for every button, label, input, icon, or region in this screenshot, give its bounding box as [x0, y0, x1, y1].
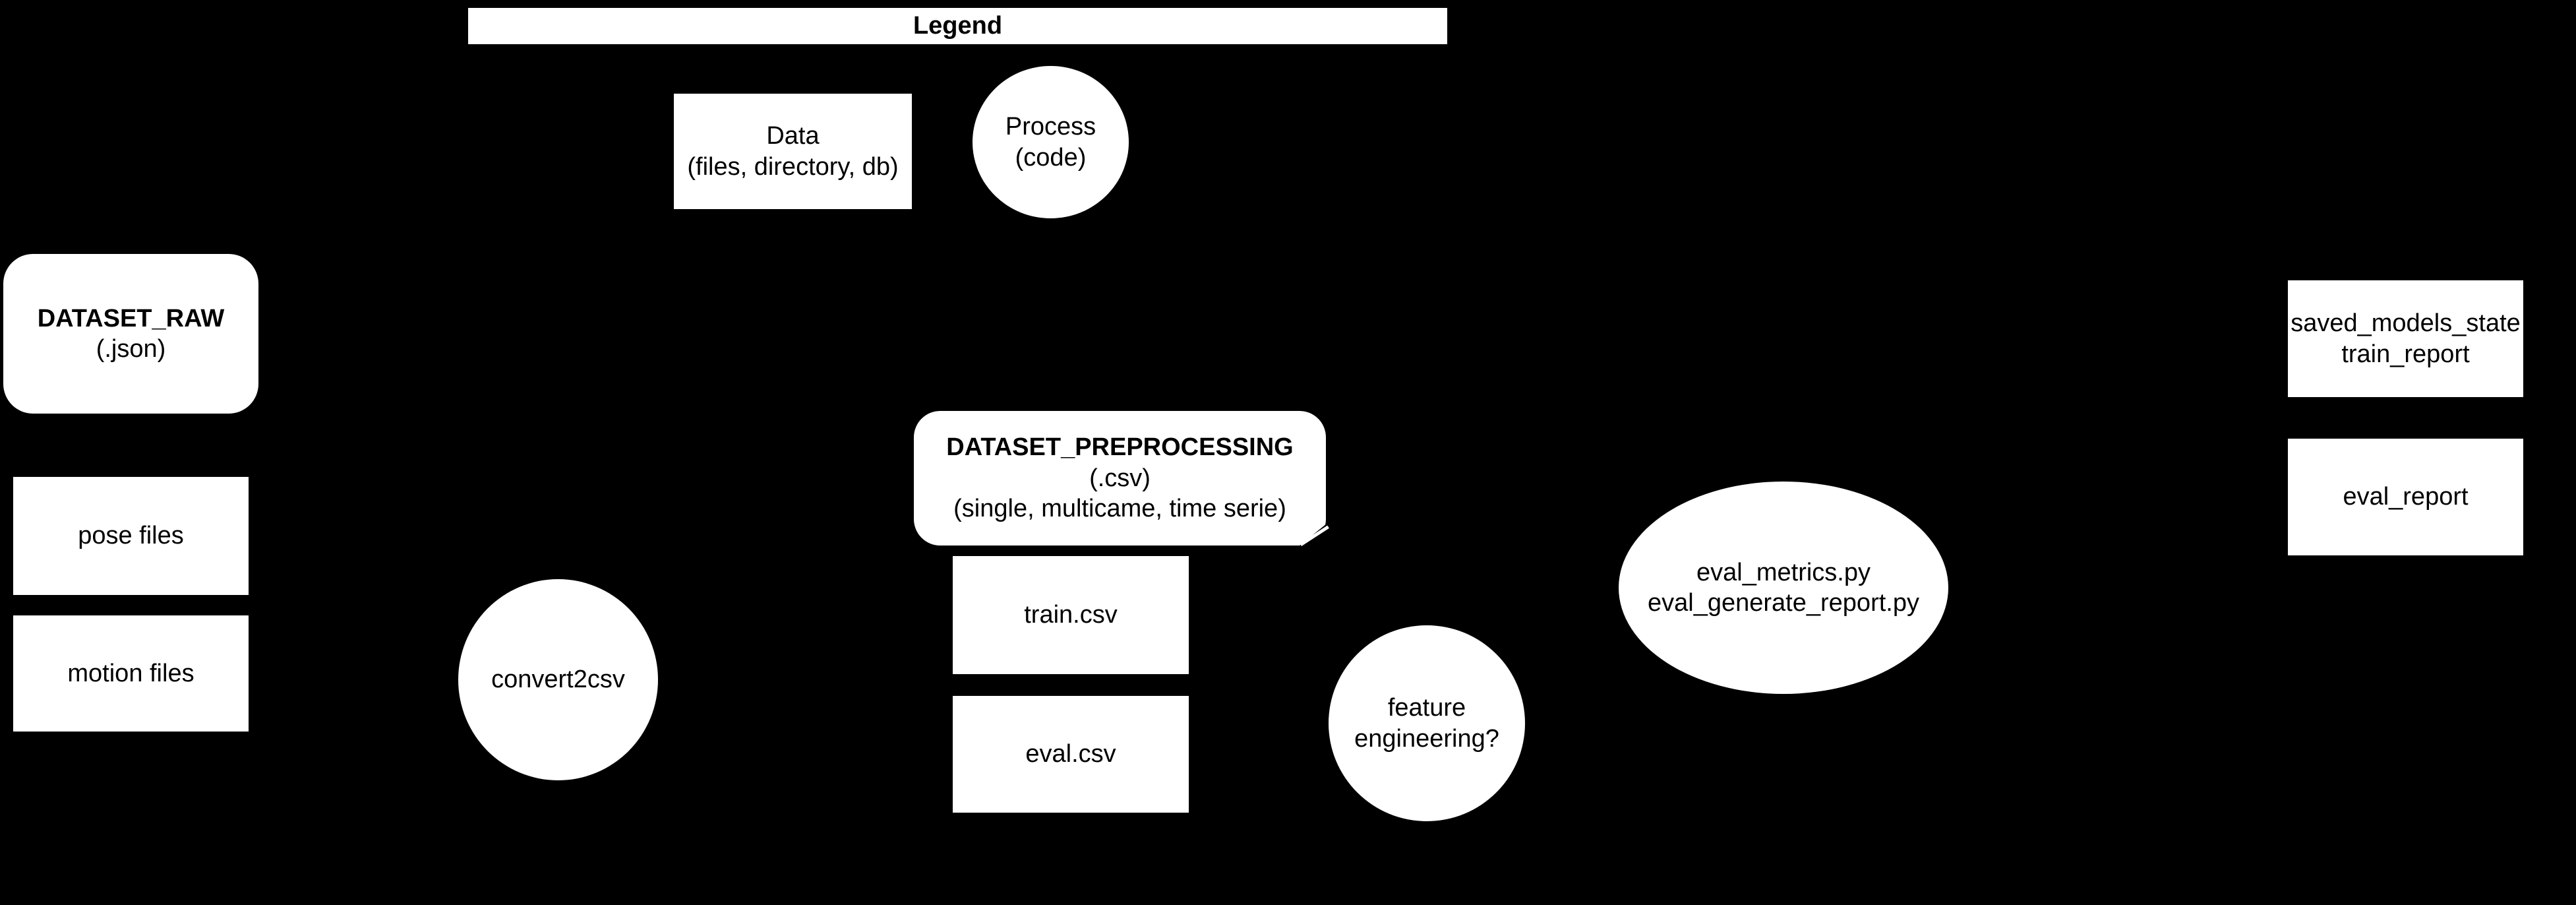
- legend-title-bar: Legend: [468, 8, 1447, 44]
- saved-models-state-label-line2: train_report: [2341, 340, 2470, 368]
- motion-files-label: motion files: [67, 659, 195, 687]
- dataset-raw-title: DATASET_RAW: [37, 304, 225, 332]
- dataset-preprocessing-detail: (single, multicame, time serie): [953, 495, 1286, 523]
- convert2csv-label: convert2csv: [491, 666, 625, 694]
- dataset-raw-subtitle: (.json): [96, 335, 166, 363]
- feature-engineering-label-line1: feature: [1387, 694, 1466, 722]
- dataset-preprocessing-title: DATASET_PREPROCESSING: [946, 433, 1294, 462]
- node-feature-engineering: feature engineering?: [1329, 625, 1525, 821]
- node-motion-files: motion files: [13, 615, 249, 732]
- feature-engineering-label-line2: engineering?: [1354, 724, 1499, 753]
- node-convert2csv: convert2csv: [458, 579, 658, 780]
- eval-report-label: eval_report: [2343, 483, 2469, 511]
- eval-scripts-label-line1: eval_metrics.py: [1696, 558, 1871, 586]
- node-saved-models-state: saved_models_state train_report: [2288, 280, 2523, 397]
- legend-data-label-line2: (files, directory, db): [687, 152, 899, 181]
- node-train-csv: train.csv: [953, 556, 1189, 674]
- node-pose-files: pose files: [13, 477, 249, 595]
- node-dataset-raw: DATASET_RAW (.json): [3, 254, 258, 414]
- dataset-preprocessing-subtitle: (.csv): [1089, 464, 1151, 492]
- node-eval-csv: eval.csv: [953, 696, 1189, 813]
- legend-title: Legend: [913, 12, 1003, 40]
- node-eval-report: eval_report: [2288, 439, 2523, 555]
- pose-files-label: pose files: [78, 522, 184, 550]
- legend-process-label-line1: Process: [1005, 113, 1096, 141]
- train-csv-label: train.csv: [1024, 601, 1118, 629]
- legend-data-label-line1: Data: [766, 122, 820, 150]
- saved-models-state-label-line1: saved_models_state: [2291, 309, 2521, 338]
- eval-scripts-label-line2: eval_generate_report.py: [1648, 589, 1919, 617]
- legend-process-node: Process (code): [973, 66, 1129, 218]
- node-dataset-preprocessing: DATASET_PREPROCESSING (.csv) (single, mu…: [914, 411, 1326, 546]
- eval-csv-label: eval.csv: [1025, 740, 1116, 768]
- node-eval-scripts: eval_metrics.py eval_generate_report.py: [1619, 482, 1948, 694]
- legend-process-label-line2: (code): [1015, 143, 1087, 172]
- legend-data-node: Data (files, directory, db): [674, 94, 912, 209]
